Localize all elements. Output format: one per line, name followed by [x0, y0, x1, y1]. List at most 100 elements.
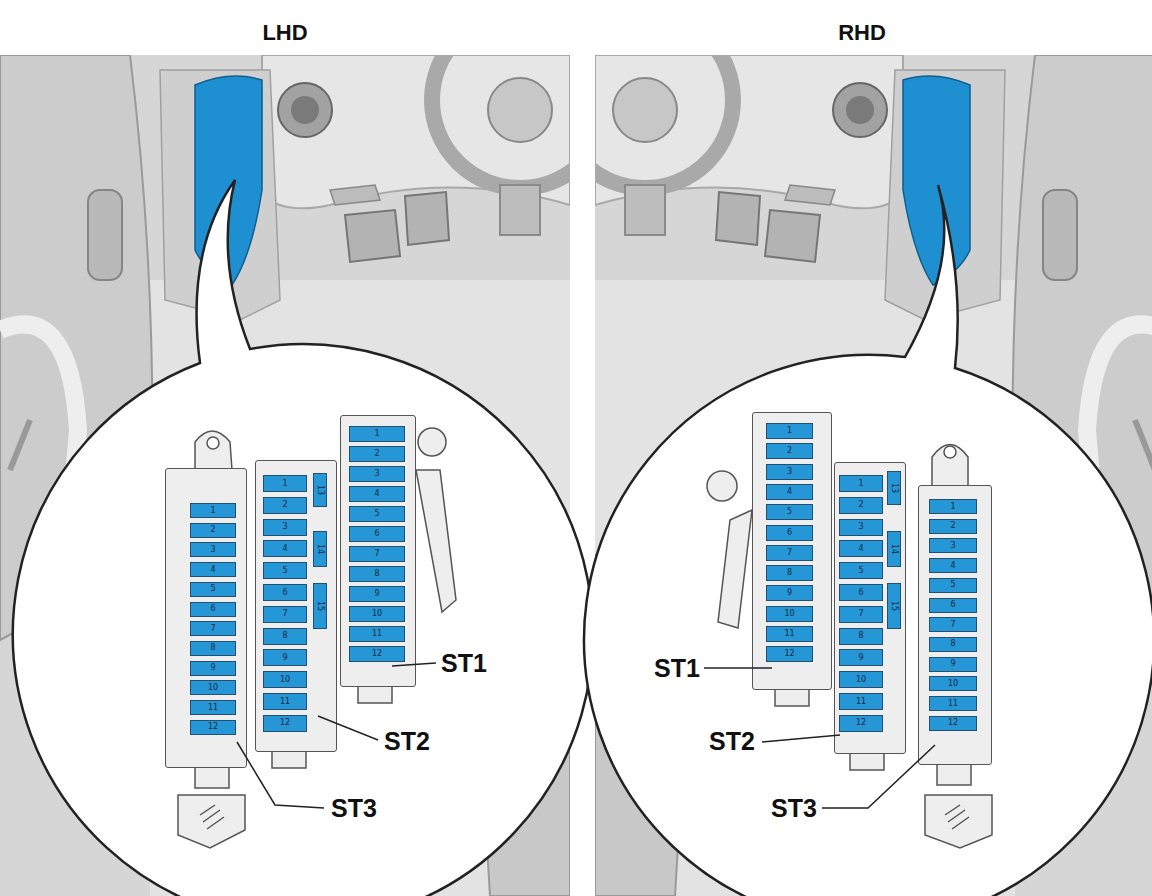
fuse: 3 — [839, 519, 883, 536]
fuse-number: 3 — [858, 523, 863, 531]
latch — [937, 763, 971, 785]
leader-line — [762, 735, 840, 742]
fuse: 10 — [929, 676, 977, 691]
fuse: 4 — [263, 540, 307, 557]
fuse-number: 12 — [372, 650, 382, 658]
latch — [358, 685, 392, 703]
fuse: 9 — [263, 649, 307, 666]
fuse-number: 12 — [948, 719, 958, 727]
fuse: 11 — [349, 626, 405, 642]
fuse-number: 4 — [950, 562, 955, 570]
latch — [195, 766, 229, 788]
fuse: 5 — [839, 562, 883, 579]
fuse: 9 — [929, 657, 977, 672]
fuse: 1 — [190, 503, 236, 518]
fuse: 7 — [766, 545, 813, 561]
fuse-number: 14 — [890, 544, 898, 554]
fuse: 8 — [766, 565, 813, 581]
fuse: 1 — [766, 423, 813, 439]
fuse-number: 6 — [282, 589, 287, 597]
fuse-number: 15 — [316, 601, 324, 611]
fuse: 1 — [839, 475, 883, 492]
fuse-number: 11 — [280, 698, 290, 706]
fuse: 7 — [929, 617, 977, 632]
fuse: 4 — [929, 558, 977, 573]
fuse: 4 — [349, 486, 405, 502]
fuse-number: 1 — [210, 507, 215, 515]
leader-line — [237, 742, 324, 808]
fuse-number: 1 — [282, 480, 287, 488]
fuse-number: 10 — [948, 680, 958, 688]
fuse-number: 9 — [787, 589, 792, 597]
fuse-number: 2 — [858, 501, 863, 509]
fuse: 5 — [263, 562, 307, 579]
fuse-number: 2 — [282, 501, 287, 509]
callout-bubble — [13, 180, 593, 896]
fuse-number: 5 — [858, 567, 863, 575]
fuse-number: 10 — [280, 676, 290, 684]
holder-label: ST1 — [654, 656, 700, 681]
fuse-number: 8 — [374, 570, 379, 578]
fuse-number: 9 — [374, 590, 379, 598]
fuse-number: 4 — [787, 488, 792, 496]
fuse: 6 — [190, 602, 236, 617]
fuse-number: 5 — [950, 581, 955, 589]
fuse: 4 — [766, 484, 813, 500]
release-tab — [178, 795, 245, 848]
fuse-number: 9 — [950, 660, 955, 668]
fuse-number: 10 — [856, 676, 866, 684]
fuse: 7 — [190, 621, 236, 636]
fuse: 14 — [887, 531, 901, 567]
fuse: 5 — [190, 582, 236, 597]
fuse-holder: ST1123456789101112 — [752, 412, 832, 690]
cable-clip — [418, 428, 446, 456]
leader-line — [704, 667, 772, 669]
fuse: 8 — [190, 641, 236, 656]
fuse-number: 8 — [950, 640, 955, 648]
fuse: 6 — [929, 598, 977, 613]
fuse: 6 — [766, 525, 813, 541]
fuse-number: 1 — [787, 427, 792, 435]
fuse-number: 4 — [374, 490, 379, 498]
bracket — [416, 470, 456, 612]
fuse: 3 — [263, 519, 307, 536]
fuse-number: 7 — [950, 621, 955, 629]
fuse-number: 11 — [948, 700, 958, 708]
fuse-holder: ST3123456789101112 — [165, 468, 247, 768]
fuse-number: 10 — [372, 610, 382, 618]
fuse: 2 — [190, 523, 236, 538]
fuse-number: 5 — [787, 508, 792, 516]
holder-label: ST2 — [384, 729, 430, 754]
fuse-number: 11 — [372, 630, 382, 638]
fuse: 15 — [887, 583, 901, 629]
fuse-number: 1 — [374, 430, 379, 438]
cable-clip — [707, 471, 737, 501]
fuse: 1 — [929, 499, 977, 514]
fuse-number: 12 — [208, 723, 218, 731]
holder-label: ST1 — [441, 651, 487, 676]
fuse-number: 2 — [950, 522, 955, 530]
fuse-number: 7 — [858, 610, 863, 618]
mount-tab — [195, 431, 232, 470]
fuse: 4 — [190, 562, 236, 577]
fuse: 10 — [263, 671, 307, 688]
fuse-number: 6 — [210, 605, 215, 613]
fuse-number: 11 — [208, 704, 218, 712]
fuse: 12 — [190, 720, 236, 735]
fuse-number: 3 — [282, 523, 287, 531]
fuse: 10 — [839, 671, 883, 688]
fuse: 2 — [929, 519, 977, 534]
fuse: 3 — [349, 466, 405, 482]
fuse: 8 — [263, 628, 307, 645]
fuse-number: 3 — [374, 470, 379, 478]
fuse: 3 — [190, 542, 236, 557]
fuse-number: 4 — [210, 566, 215, 574]
fuse-number: 7 — [374, 550, 379, 558]
fuse-number: 8 — [787, 569, 792, 577]
fuse: 5 — [349, 506, 405, 522]
leader-line — [318, 716, 378, 740]
fuse-number: 10 — [784, 610, 794, 618]
fuse: 13 — [887, 471, 901, 505]
latch — [775, 688, 809, 706]
